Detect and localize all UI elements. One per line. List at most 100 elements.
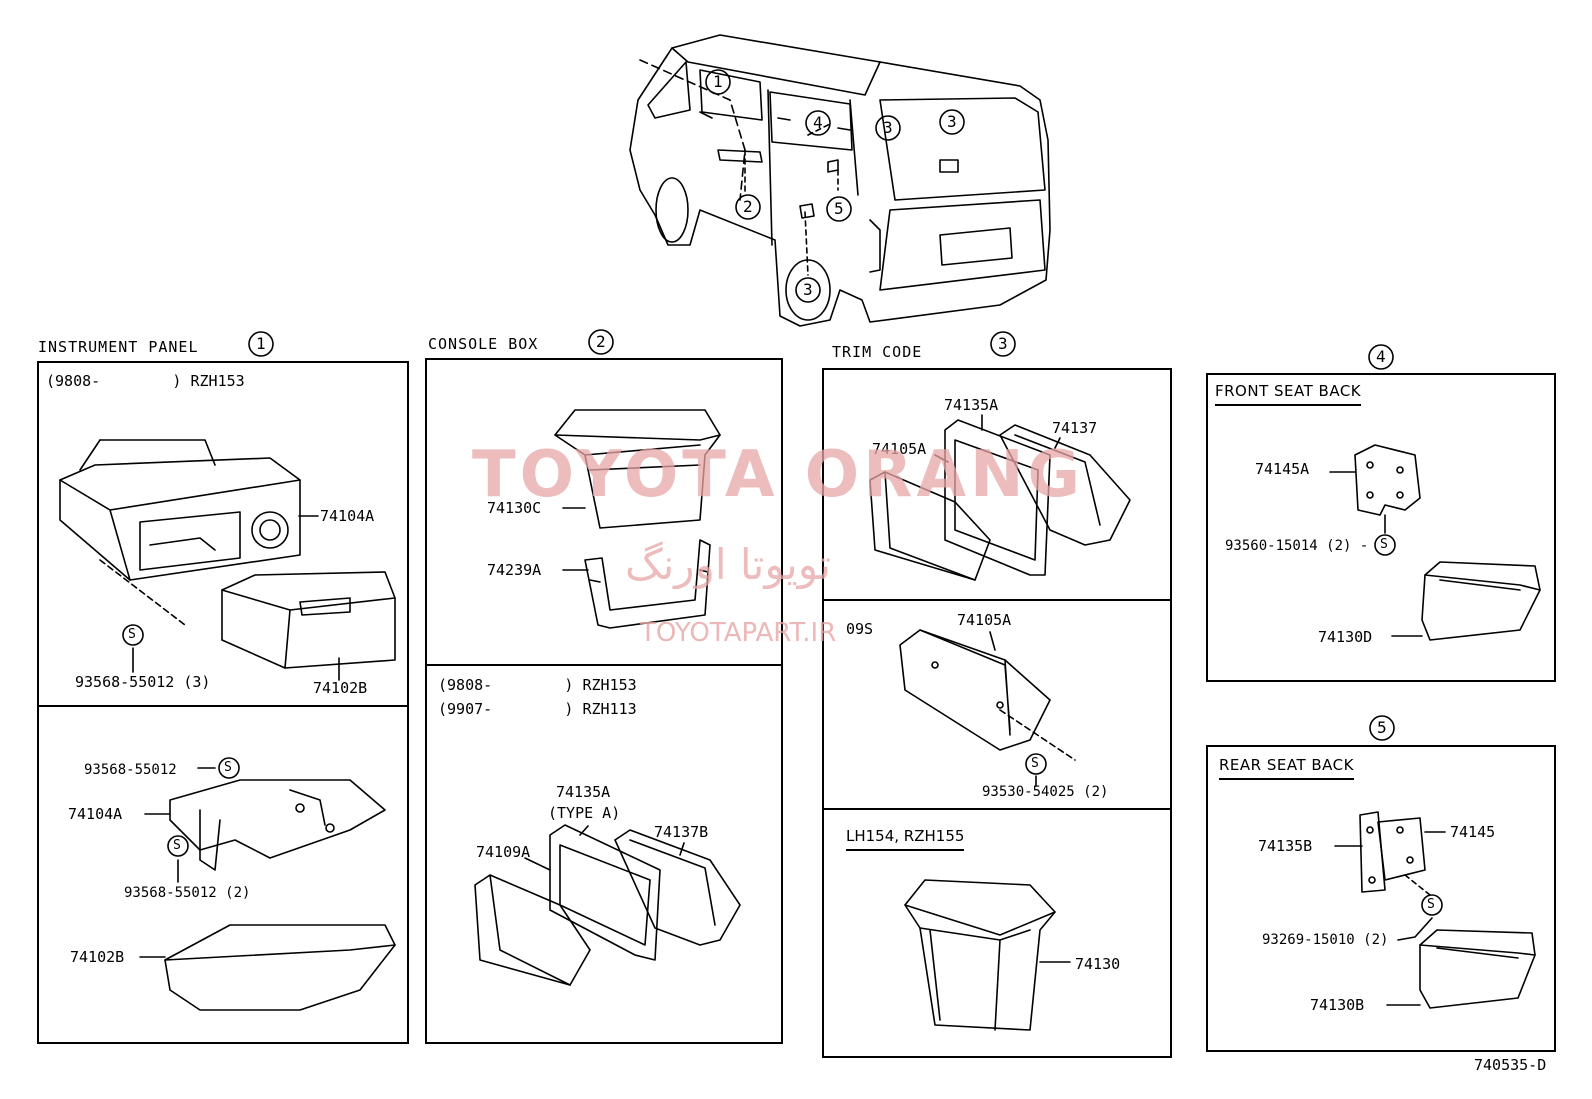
tc-code-09s: 09S bbox=[846, 620, 874, 638]
label-74137-tc: 74137 bbox=[1052, 419, 1098, 437]
part-74105A-09s bbox=[899, 629, 1076, 761]
screw-fsb bbox=[1374, 534, 1396, 556]
part-74130 bbox=[904, 879, 1056, 1031]
console-box-title: CONSOLE BOX bbox=[428, 335, 539, 353]
trim-code-box bbox=[822, 368, 1172, 1058]
part-74137B bbox=[614, 829, 741, 946]
car-callout-3c: 3 bbox=[803, 280, 813, 299]
screw-s-tc-09s: S bbox=[1031, 756, 1039, 771]
screw-ip-top bbox=[122, 624, 144, 646]
leaders-ip-top bbox=[132, 515, 340, 681]
rear-seat-num: 5 bbox=[1377, 718, 1387, 737]
label-93568-3: 93568-55012 (3) bbox=[75, 673, 211, 691]
label-93568-2: 93568-55012 (2) bbox=[124, 885, 251, 901]
label-74137B: 74137B bbox=[654, 823, 709, 841]
screw-s-fsb: S bbox=[1380, 537, 1388, 552]
car-callout-3a: 3 bbox=[883, 118, 893, 137]
leaders-cb-top bbox=[562, 507, 589, 571]
watermark-persian: تویوتا اورنگ bbox=[625, 540, 832, 589]
label-93568-single: 93568-55012 bbox=[84, 762, 177, 778]
screw-s-ip-b1: S bbox=[224, 760, 232, 775]
leaders-tc-mid bbox=[989, 631, 1037, 787]
label-typeA: (TYPE A) bbox=[548, 804, 621, 822]
label-74104A-top: 74104A bbox=[320, 507, 375, 525]
leaders-ip-bottom bbox=[139, 767, 216, 958]
screw-rsb bbox=[1421, 894, 1443, 916]
tc-lower-title: LH154, RZH155 bbox=[846, 829, 965, 851]
front-seat-back-title: FRONT SEAT BACK bbox=[1215, 384, 1362, 406]
instrument-panel-title: INSTRUMENT PANEL bbox=[38, 338, 199, 356]
label-74135A-cb: 74135A bbox=[556, 783, 611, 801]
label-74145A: 74145A bbox=[1255, 460, 1310, 478]
part-74130C bbox=[554, 409, 721, 529]
console-box-num: 2 bbox=[596, 332, 606, 351]
part-74105A-tc bbox=[869, 471, 991, 581]
rear-seat-back-title: REAR SEAT BACK bbox=[1219, 758, 1354, 780]
label-74130D: 74130D bbox=[1318, 628, 1373, 646]
van-illustration bbox=[629, 34, 1051, 327]
instrument-panel-box bbox=[37, 361, 409, 1044]
trim-code-divider-2 bbox=[822, 808, 1172, 810]
part-74109A bbox=[474, 874, 591, 986]
screw-ip-b1 bbox=[218, 757, 240, 779]
label-74102B-bot: 74102B bbox=[70, 948, 125, 966]
leaders-fsb bbox=[1329, 471, 1386, 534]
part-74135A-frame bbox=[549, 824, 661, 961]
label-74135B: 74135B bbox=[1258, 837, 1313, 855]
watermark-site: TOYOTAPART.IR bbox=[640, 618, 837, 648]
label-74239A: 74239A bbox=[487, 561, 542, 579]
diagram-code: 740535-D bbox=[1474, 1056, 1547, 1074]
console-box-box bbox=[425, 358, 783, 1044]
ip-variant: (9808- ) RZH153 bbox=[46, 372, 245, 390]
cb-variant-1: (9808- ) RZH153 bbox=[438, 676, 637, 694]
car-callout-3b: 3 bbox=[947, 112, 957, 131]
label-74109A: 74109A bbox=[476, 843, 531, 861]
label-74105A-09s: 74105A bbox=[957, 611, 1012, 629]
car-callout-5: 5 bbox=[834, 199, 844, 218]
part-74130D bbox=[1421, 561, 1541, 641]
part-74104A-assembly bbox=[59, 439, 301, 626]
label-74135A-tc: 74135A bbox=[944, 396, 999, 414]
part-74239A bbox=[584, 539, 711, 629]
console-box-divider bbox=[425, 664, 783, 666]
screw-s-ip-b2: S bbox=[173, 838, 181, 853]
car-callout-1: 1 bbox=[713, 72, 723, 91]
part-74137-tc bbox=[999, 424, 1131, 546]
screw-ip-b2 bbox=[167, 835, 189, 857]
label-93560: 93560-15014 (2) - bbox=[1225, 538, 1369, 554]
car-callout-2: 2 bbox=[743, 197, 753, 216]
label-74130B: 74130B bbox=[1310, 996, 1365, 1014]
instrument-panel-divider bbox=[37, 705, 409, 707]
part-74104A-bracket bbox=[169, 779, 386, 871]
leaders-cb-bottom bbox=[524, 825, 685, 871]
part-74145A bbox=[1354, 444, 1421, 516]
part-74130B bbox=[1419, 929, 1536, 1009]
label-74130: 74130 bbox=[1075, 955, 1121, 973]
label-93530: 93530-54025 (2) bbox=[982, 784, 1109, 800]
car-callout-circles bbox=[705, 69, 965, 303]
trim-code-title: TRIM CODE bbox=[832, 343, 923, 361]
leaders-tc-top bbox=[934, 414, 1061, 463]
label-74105A-tc: 74105A bbox=[872, 440, 927, 458]
front-seat-back-box bbox=[1206, 373, 1556, 682]
label-74102B-top: 74102B bbox=[313, 679, 368, 697]
part-74135A-tc bbox=[944, 419, 1051, 576]
label-74145: 74145 bbox=[1450, 823, 1496, 841]
front-seat-num: 4 bbox=[1376, 347, 1386, 366]
watermark-title: TOYOTA ORANG bbox=[472, 438, 1085, 512]
screw-tc-09s bbox=[1025, 753, 1047, 775]
screw-s-rsb: S bbox=[1427, 897, 1435, 912]
screw-s-ip-top: S bbox=[128, 627, 136, 642]
trim-code-num: 3 bbox=[998, 334, 1008, 353]
rear-seat-back-box bbox=[1206, 745, 1556, 1052]
section-number-circles bbox=[248, 329, 1395, 741]
cb-variant-2: (9907- ) RZH113 bbox=[438, 700, 637, 718]
label-93269: 93269-15010 (2) bbox=[1262, 932, 1389, 948]
leaders-rsb bbox=[1334, 831, 1446, 941]
car-callout-4: 4 bbox=[813, 113, 823, 132]
instrument-panel-num: 1 bbox=[256, 334, 266, 353]
part-74102B-top bbox=[221, 571, 396, 669]
part-74135B-74145 bbox=[1359, 811, 1431, 896]
part-74102B-bottom bbox=[164, 924, 396, 1011]
